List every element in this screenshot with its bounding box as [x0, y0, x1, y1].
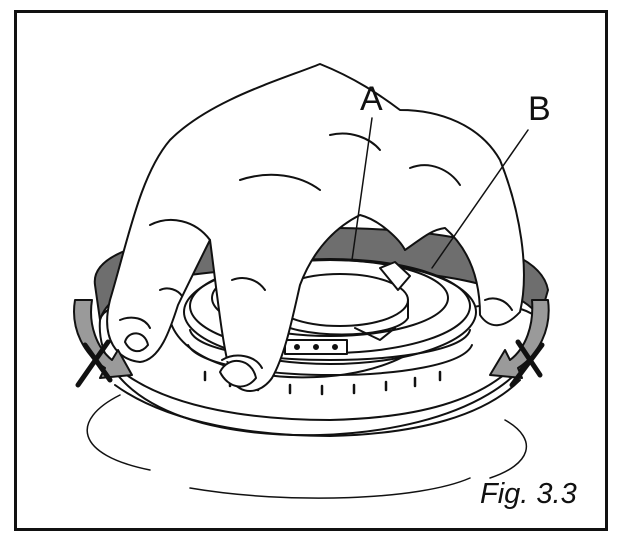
cross-mark-icon-right: [509, 339, 545, 388]
motion-arc-bottom: [189, 477, 471, 499]
leader-line-a: [351, 117, 373, 261]
callout-label-b: B: [528, 90, 551, 128]
callout-label-a: A: [360, 80, 383, 118]
motion-arc-left: [86, 394, 151, 471]
fingernail: [124, 332, 149, 353]
hand: [106, 63, 525, 392]
figure-caption: Fig. 3.3: [480, 478, 577, 510]
leader-line-b: [431, 129, 529, 269]
curved-arrow-icon-left: [73, 299, 133, 379]
cross-mark-icon-left: [75, 339, 113, 388]
fingernail: [219, 360, 257, 388]
curved-arrow-icon-right: [489, 299, 550, 379]
burner-prong-right: [379, 261, 411, 291]
motion-arc-right: [489, 419, 527, 479]
